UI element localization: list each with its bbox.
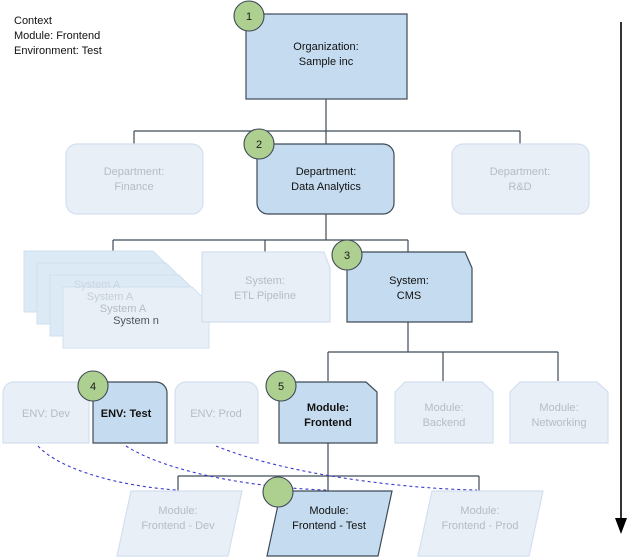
env-deployment-links — [37, 445, 478, 491]
node-system-stack-line-0: System A — [74, 279, 121, 291]
node-dept-finance[interactable]: Department: Finance — [65, 143, 204, 215]
badge-2[interactable]: 2 — [243, 128, 275, 160]
dashed-link-test — [125, 445, 327, 491]
node-env-test-label: ENV: Test — [101, 408, 152, 420]
node-env-prod-label: ENV: Prod — [190, 408, 242, 420]
node-deploy-frontend-prod-line-1: Frontend - Prod — [441, 520, 518, 532]
badge-3-label: 3 — [344, 250, 350, 262]
badge-1-label: 1 — [246, 11, 252, 23]
node-module-backend-line-0: Module: — [424, 402, 463, 414]
node-system-stack-line-1: System A — [87, 291, 134, 303]
node-deploy-frontend-dev-line-1: Frontend - Dev — [141, 520, 215, 532]
node-system-cms[interactable]: System: CMS — [346, 251, 473, 323]
node-system-etl-line-0: System: — [245, 275, 285, 287]
node-module-frontend[interactable]: Module: Frontend — [278, 381, 378, 444]
node-deploy-frontend-prod-line-0: Module: — [460, 505, 499, 517]
node-dept-data-analytics-line-0: Department: — [296, 166, 357, 178]
node-system-cms-line-1: CMS — [397, 290, 421, 302]
node-deploy-frontend-test-line-1: Frontend - Test — [292, 520, 366, 532]
context-legend: Context Module: Frontend Environment: Te… — [14, 15, 102, 57]
badge-4-label: 4 — [90, 381, 96, 393]
node-dept-rd-line-1: R&D — [508, 181, 531, 193]
dashed-link-prod — [215, 445, 478, 491]
node-org[interactable]: Organization: Sample inc — [245, 13, 408, 100]
node-dept-finance-line-0: Department: — [104, 166, 165, 178]
context-line-0: Context — [14, 15, 52, 27]
node-dept-data-analytics[interactable]: Department: Data Analytics — [256, 143, 395, 215]
node-module-backend-line-1: Backend — [423, 417, 466, 429]
node-env-dev-label: ENV: Dev — [22, 408, 70, 420]
vertical-flow-arrow — [615, 22, 627, 534]
node-dept-rd-line-0: Department: — [490, 166, 551, 178]
node-org-line-1: Sample inc — [299, 56, 354, 68]
node-module-frontend-line-0: Module: — [307, 402, 349, 414]
node-system-etl[interactable]: System: ETL Pipeline — [201, 251, 331, 323]
node-module-networking-line-1: Networking — [531, 417, 586, 429]
badge-5-label: 5 — [278, 381, 284, 393]
node-deploy-frontend-test-line-0: Module: — [309, 505, 348, 517]
node-deploy-frontend-prod[interactable]: Module: Frontend - Prod — [417, 490, 544, 557]
badge-4[interactable]: 4 — [77, 370, 109, 402]
node-dept-rd[interactable]: Department: R&D — [451, 143, 590, 215]
node-env-prod[interactable]: ENV: Prod — [174, 381, 259, 444]
badge-5[interactable]: 5 — [265, 370, 297, 402]
node-module-backend[interactable]: Module: Backend — [394, 381, 494, 444]
node-org-line-0: Organization: — [293, 41, 358, 53]
badge-2-label: 2 — [256, 139, 262, 151]
node-deploy-frontend-test[interactable]: Module: Frontend - Test — [266, 490, 393, 557]
dashed-link-dev — [37, 445, 177, 491]
node-module-networking-line-0: Module: — [539, 402, 578, 414]
badge-3[interactable]: 3 — [331, 239, 363, 271]
node-env-test[interactable]: ENV: Test — [92, 381, 168, 444]
node-system-stack-line-2: System A — [100, 303, 147, 315]
context-line-1: Module: Frontend — [14, 30, 100, 42]
node-dept-data-analytics-line-1: Data Analytics — [291, 181, 361, 193]
node-module-frontend-line-1: Frontend — [304, 417, 352, 429]
node-system-stack[interactable]: System A System A System A System n — [23, 250, 210, 349]
node-system-stack-line-3: System n — [113, 315, 159, 327]
node-module-networking[interactable]: Module: Networking — [509, 381, 609, 444]
node-deploy-frontend-dev-line-0: Module: — [158, 505, 197, 517]
node-dept-finance-line-1: Finance — [114, 181, 153, 193]
node-deploy-frontend-dev[interactable]: Module: Frontend - Dev — [116, 490, 243, 557]
badge-1[interactable]: 1 — [233, 0, 265, 32]
node-system-etl-line-1: ETL Pipeline — [234, 290, 296, 302]
node-system-cms-line-0: System: — [389, 275, 429, 287]
context-line-2: Environment: Test — [14, 45, 102, 57]
badge-6[interactable] — [262, 476, 294, 508]
node-env-dev[interactable]: ENV: Dev — [2, 381, 90, 444]
